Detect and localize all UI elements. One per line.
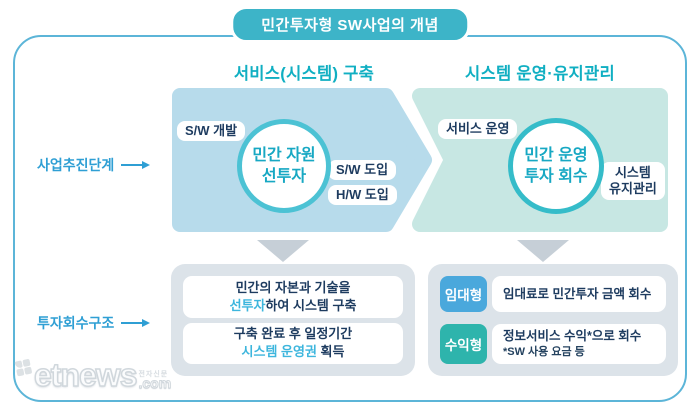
operate-circle-line2: 투자 회수	[524, 168, 588, 185]
profit-type-badge: 수익형	[440, 324, 487, 364]
tag-hw-adoption: H/W 도입	[328, 185, 397, 205]
etnews-logo-icon	[14, 358, 34, 378]
side-label-business-stage-text: 사업추진단계	[37, 157, 115, 173]
header-operate-phase: 시스템 운영·유지관리	[465, 65, 615, 83]
page-title: 민간투자형 SW사업의 개념	[230, 6, 470, 43]
tag-sw-development: S/W 개발	[177, 121, 246, 141]
rent-type-text: 임대료로 민간투자 금액 회수	[503, 287, 652, 301]
watermark-caption: 전자신문	[138, 371, 169, 378]
recovery-profit-row: 수익형 정보서비스 수익*으로 회수 *SW 사용 요금 등	[440, 324, 666, 364]
recovery-build-box2-line2: 시스템 운영권 획득	[242, 343, 345, 361]
tag-system-maintenance-line2: 유지관리	[609, 181, 657, 196]
recovery-build-box1: 민간의 자본과 기술을 선투자하여 시스템 구축	[183, 276, 403, 318]
highlight-operation-rights: 시스템 운영권	[241, 344, 317, 360]
right-arrow-icon	[121, 160, 151, 169]
rent-type-badge: 임대형	[440, 276, 487, 312]
recovery-build-box2: 구축 완료 후 일정기간 시스템 운영권 획득	[183, 322, 403, 364]
recovery-build-group: 민간의 자본과 기술을 선투자하여 시스템 구축 구축 완료 후 일정기간 시스…	[171, 264, 415, 376]
profit-type-description: 정보서비스 수익*으로 회수 *SW 사용 요금 등	[492, 324, 666, 364]
watermark-suffix-block: 전자신문 .com	[138, 370, 172, 391]
header-build-phase: 서비스(시스템) 구축	[233, 65, 375, 83]
recovery-build-box1-line1: 민간의 자본과 기술을	[235, 279, 351, 295]
etnews-watermark: etnews 전자신문 .com	[14, 357, 172, 393]
tag-system-maintenance-line1: 시스템	[614, 165, 651, 180]
build-circle-line2: 선투자	[261, 168, 307, 185]
operate-stage-circle: 민간 운영 투자 회수	[508, 118, 604, 214]
profit-type-text-line2: *SW 사용 요금 등	[503, 346, 585, 358]
tag-service-operation: 서비스 운영	[438, 119, 518, 139]
rent-type-description: 임대료로 민간투자 금액 회수	[492, 276, 666, 312]
recovery-build-box2-line1: 구축 완료 후 일정기간	[233, 326, 353, 342]
side-label-recovery-structure: 투자회수구조	[37, 313, 151, 333]
right-arrow-icon	[121, 318, 151, 327]
operate-circle-line1: 민간 운영	[524, 147, 588, 164]
recovery-operate-group: 임대형 임대료로 민간투자 금액 회수 수익형 정보서비스 수익*으로 회수 *…	[428, 264, 678, 376]
tag-system-maintenance: 시스템 유지관리	[601, 162, 665, 200]
recovery-rent-row: 임대형 임대료로 민간투자 금액 회수	[440, 276, 666, 312]
watermark-suffix: .com	[138, 375, 172, 391]
recovery-build-box1-line2: 선투자하여 시스템 구축	[230, 297, 357, 315]
highlight-pre-investment: 선투자	[229, 297, 266, 313]
side-label-business-stage: 사업추진단계	[37, 155, 151, 175]
profit-type-text-line1: 정보서비스 수익*으로 회수	[503, 329, 642, 343]
build-circle-line1: 민간 자원	[252, 147, 316, 164]
watermark-brand-text: etnews	[33, 357, 138, 393]
build-stage-circle: 민간 자원 선투자	[237, 119, 331, 213]
side-label-recovery-structure-text: 투자회수구조	[37, 315, 115, 331]
recovery-build-box1-line2-rest: 하여 시스템 구축	[265, 297, 357, 313]
tag-sw-adoption: S/W 도입	[328, 160, 397, 180]
recovery-build-box2-line2-rest: 획득	[316, 344, 345, 360]
